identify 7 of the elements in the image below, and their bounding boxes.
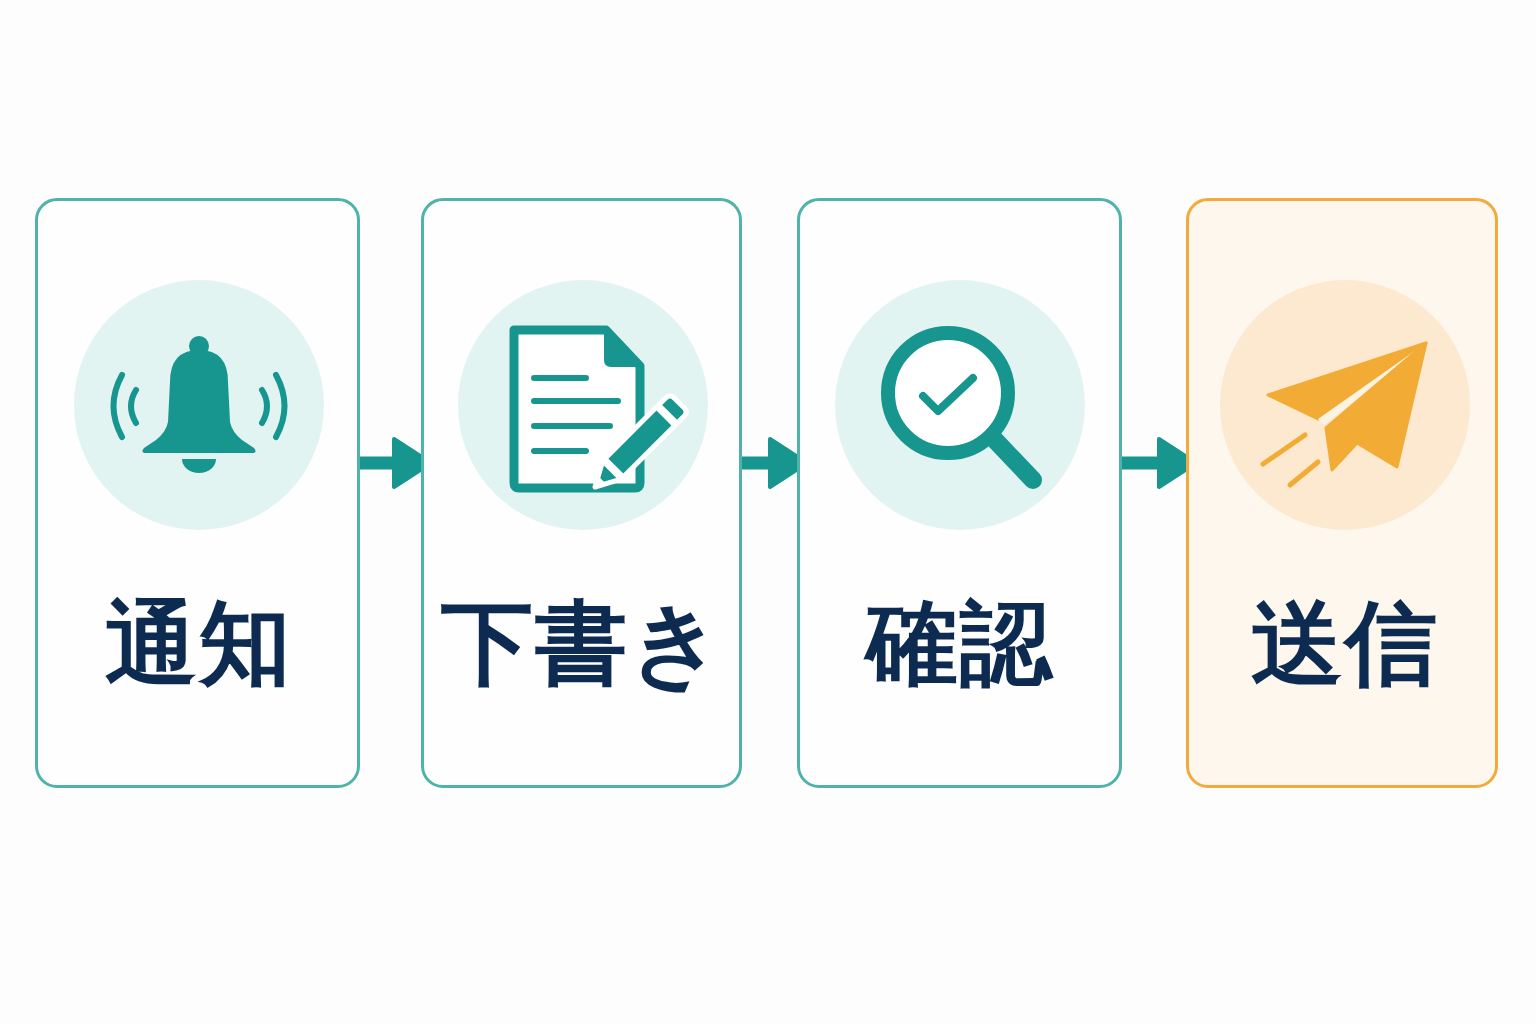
step-label: 下書き [441,593,725,695]
process-box [35,198,360,788]
step-label: 通知 [105,593,293,695]
step-label: 送信 [1251,593,1439,695]
process-box [421,198,742,788]
process-box [797,198,1122,788]
process-box [1186,198,1498,788]
